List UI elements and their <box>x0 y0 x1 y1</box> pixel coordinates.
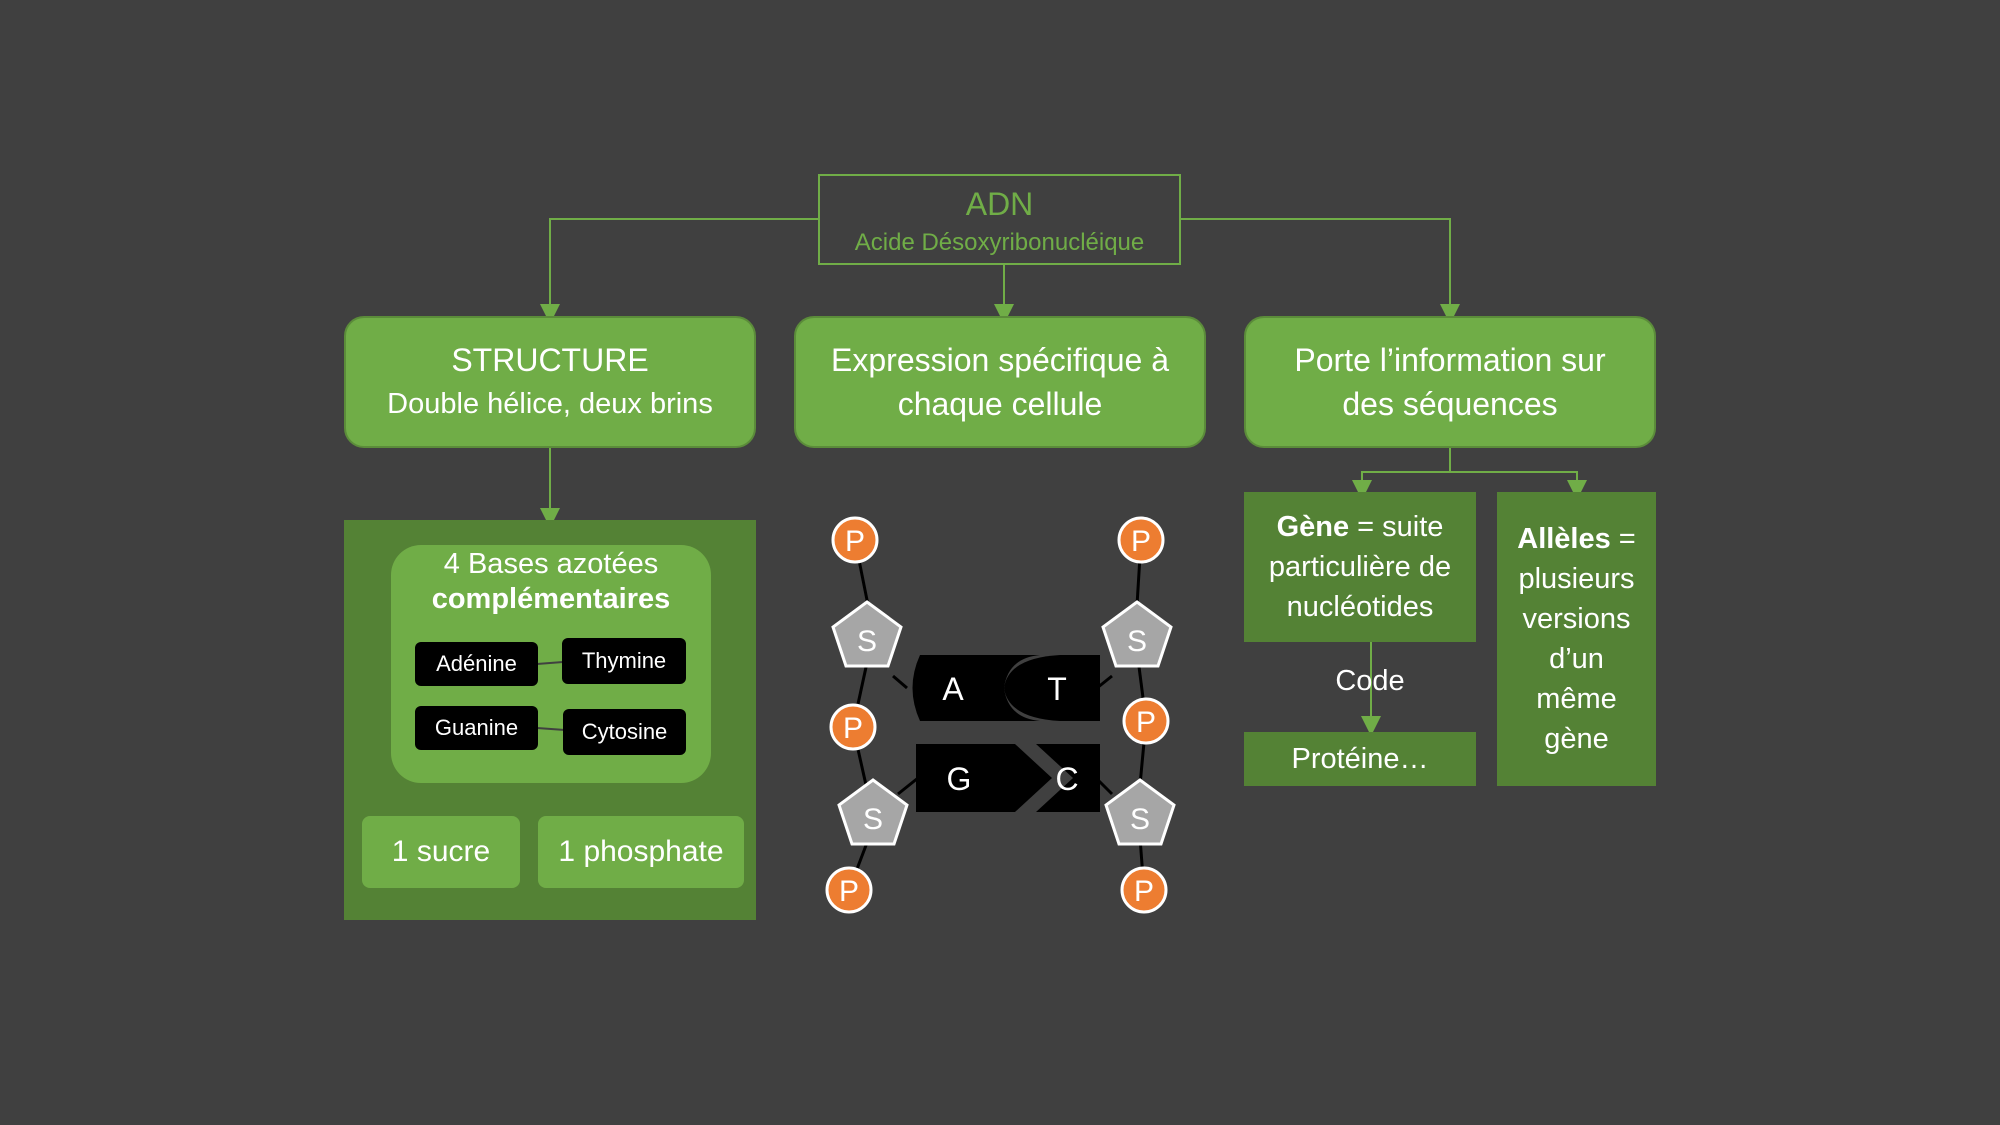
base-c-shape <box>1036 744 1100 812</box>
base-a-label: A <box>942 671 964 707</box>
connector-info-gene <box>1352 471 1450 500</box>
expression-node: Expression spécifique à chaque cellule <box>794 316 1206 448</box>
alleles-rest: = <box>1610 523 1636 555</box>
phosphate-label: P <box>845 525 865 558</box>
base-c-label: C <box>1055 761 1078 797</box>
connector-root-structure <box>540 218 818 324</box>
alleles-box: Allèles = plusieurs versions d’un même g… <box>1497 492 1656 786</box>
base-a-shape <box>912 655 1040 721</box>
sugar-pentagon <box>837 778 909 846</box>
adenine-label: Adénine <box>415 642 538 686</box>
information-line2: des séquences <box>1342 386 1558 422</box>
gene-line3: nucléotides <box>1286 591 1434 623</box>
root-subtitle: Acide Désoxyribonucléique <box>854 229 1145 256</box>
sugar-pentagon <box>831 600 903 668</box>
phosphate-label: P <box>1131 525 1151 558</box>
phosphate-label: P <box>839 875 859 908</box>
expression-line1: Expression spécifique à <box>831 342 1169 378</box>
root-node-adn: ADN Acide Désoxyribonucléique <box>818 174 1181 265</box>
sugar-pentagon <box>1104 778 1176 846</box>
gene-box: Gène = suite particulière de nucléotides <box>1244 492 1476 642</box>
alleles-line3: versions <box>1522 603 1631 635</box>
phosphate-circle <box>825 866 873 914</box>
protein-box: Protéine… <box>1244 732 1476 786</box>
phosphate-circle <box>1122 697 1170 745</box>
gene-line1: Gène = suite <box>1244 507 1476 547</box>
base-t-label: T <box>1047 671 1067 707</box>
sugar-label: S <box>1130 803 1150 836</box>
alleles-line6: gène <box>1544 723 1609 755</box>
alleles-bold: Allèles <box>1517 523 1611 555</box>
alleles-line1: Allèles = <box>1497 519 1656 559</box>
sugar-label: S <box>863 803 883 836</box>
phosphate-label: P <box>1136 706 1156 739</box>
base-g-shape <box>916 744 1052 812</box>
structure-node: STRUCTURE Double hélice, deux brins <box>344 316 756 448</box>
connector-root-information <box>1181 218 1460 324</box>
alleles-line4: d’un <box>1549 643 1604 675</box>
structure-title: STRUCTURE <box>451 342 649 378</box>
root-title: ADN <box>965 186 1034 222</box>
code-label: Code <box>1335 665 1405 697</box>
sugar-label: S <box>1127 625 1147 658</box>
phosphate-circle <box>1117 516 1165 564</box>
gene-bold: Gène <box>1276 511 1350 543</box>
information-line1: Porte l’information sur <box>1294 342 1606 378</box>
structure-subtitle: Double hélice, deux brins <box>387 388 713 420</box>
alleles-line2: plusieurs <box>1518 563 1635 595</box>
cytosine-label: Cytosine <box>563 709 686 755</box>
base-g-label: G <box>947 761 972 797</box>
gene-line2: particulière de <box>1268 551 1452 583</box>
guanine-label: Guanine <box>415 706 538 750</box>
phosphate-label: P <box>1134 875 1154 908</box>
phosphate-circle <box>1120 866 1168 914</box>
phosphate-circle <box>831 516 879 564</box>
phosphate-label: P <box>843 712 863 745</box>
information-node: Porte l’information sur des séquences <box>1244 316 1656 448</box>
gene-rest: = suite <box>1349 511 1444 543</box>
expression-line2: chaque cellule <box>897 386 1103 422</box>
phosphate-circle <box>829 703 877 751</box>
bases-line2: complémentaires <box>431 583 671 615</box>
connector-info-alleles <box>1450 471 1587 500</box>
bases-line1: 4 Bases azotées <box>443 548 659 580</box>
sugar-label: S <box>857 625 877 658</box>
sugar-pentagon <box>1101 600 1173 668</box>
alleles-line5: même <box>1536 683 1617 715</box>
thymine-label: Thymine <box>562 638 686 684</box>
base-t-shape <box>1004 655 1100 721</box>
phosphate-label: 1 phosphate <box>538 816 744 888</box>
sugar-label: 1 sucre <box>362 816 520 888</box>
